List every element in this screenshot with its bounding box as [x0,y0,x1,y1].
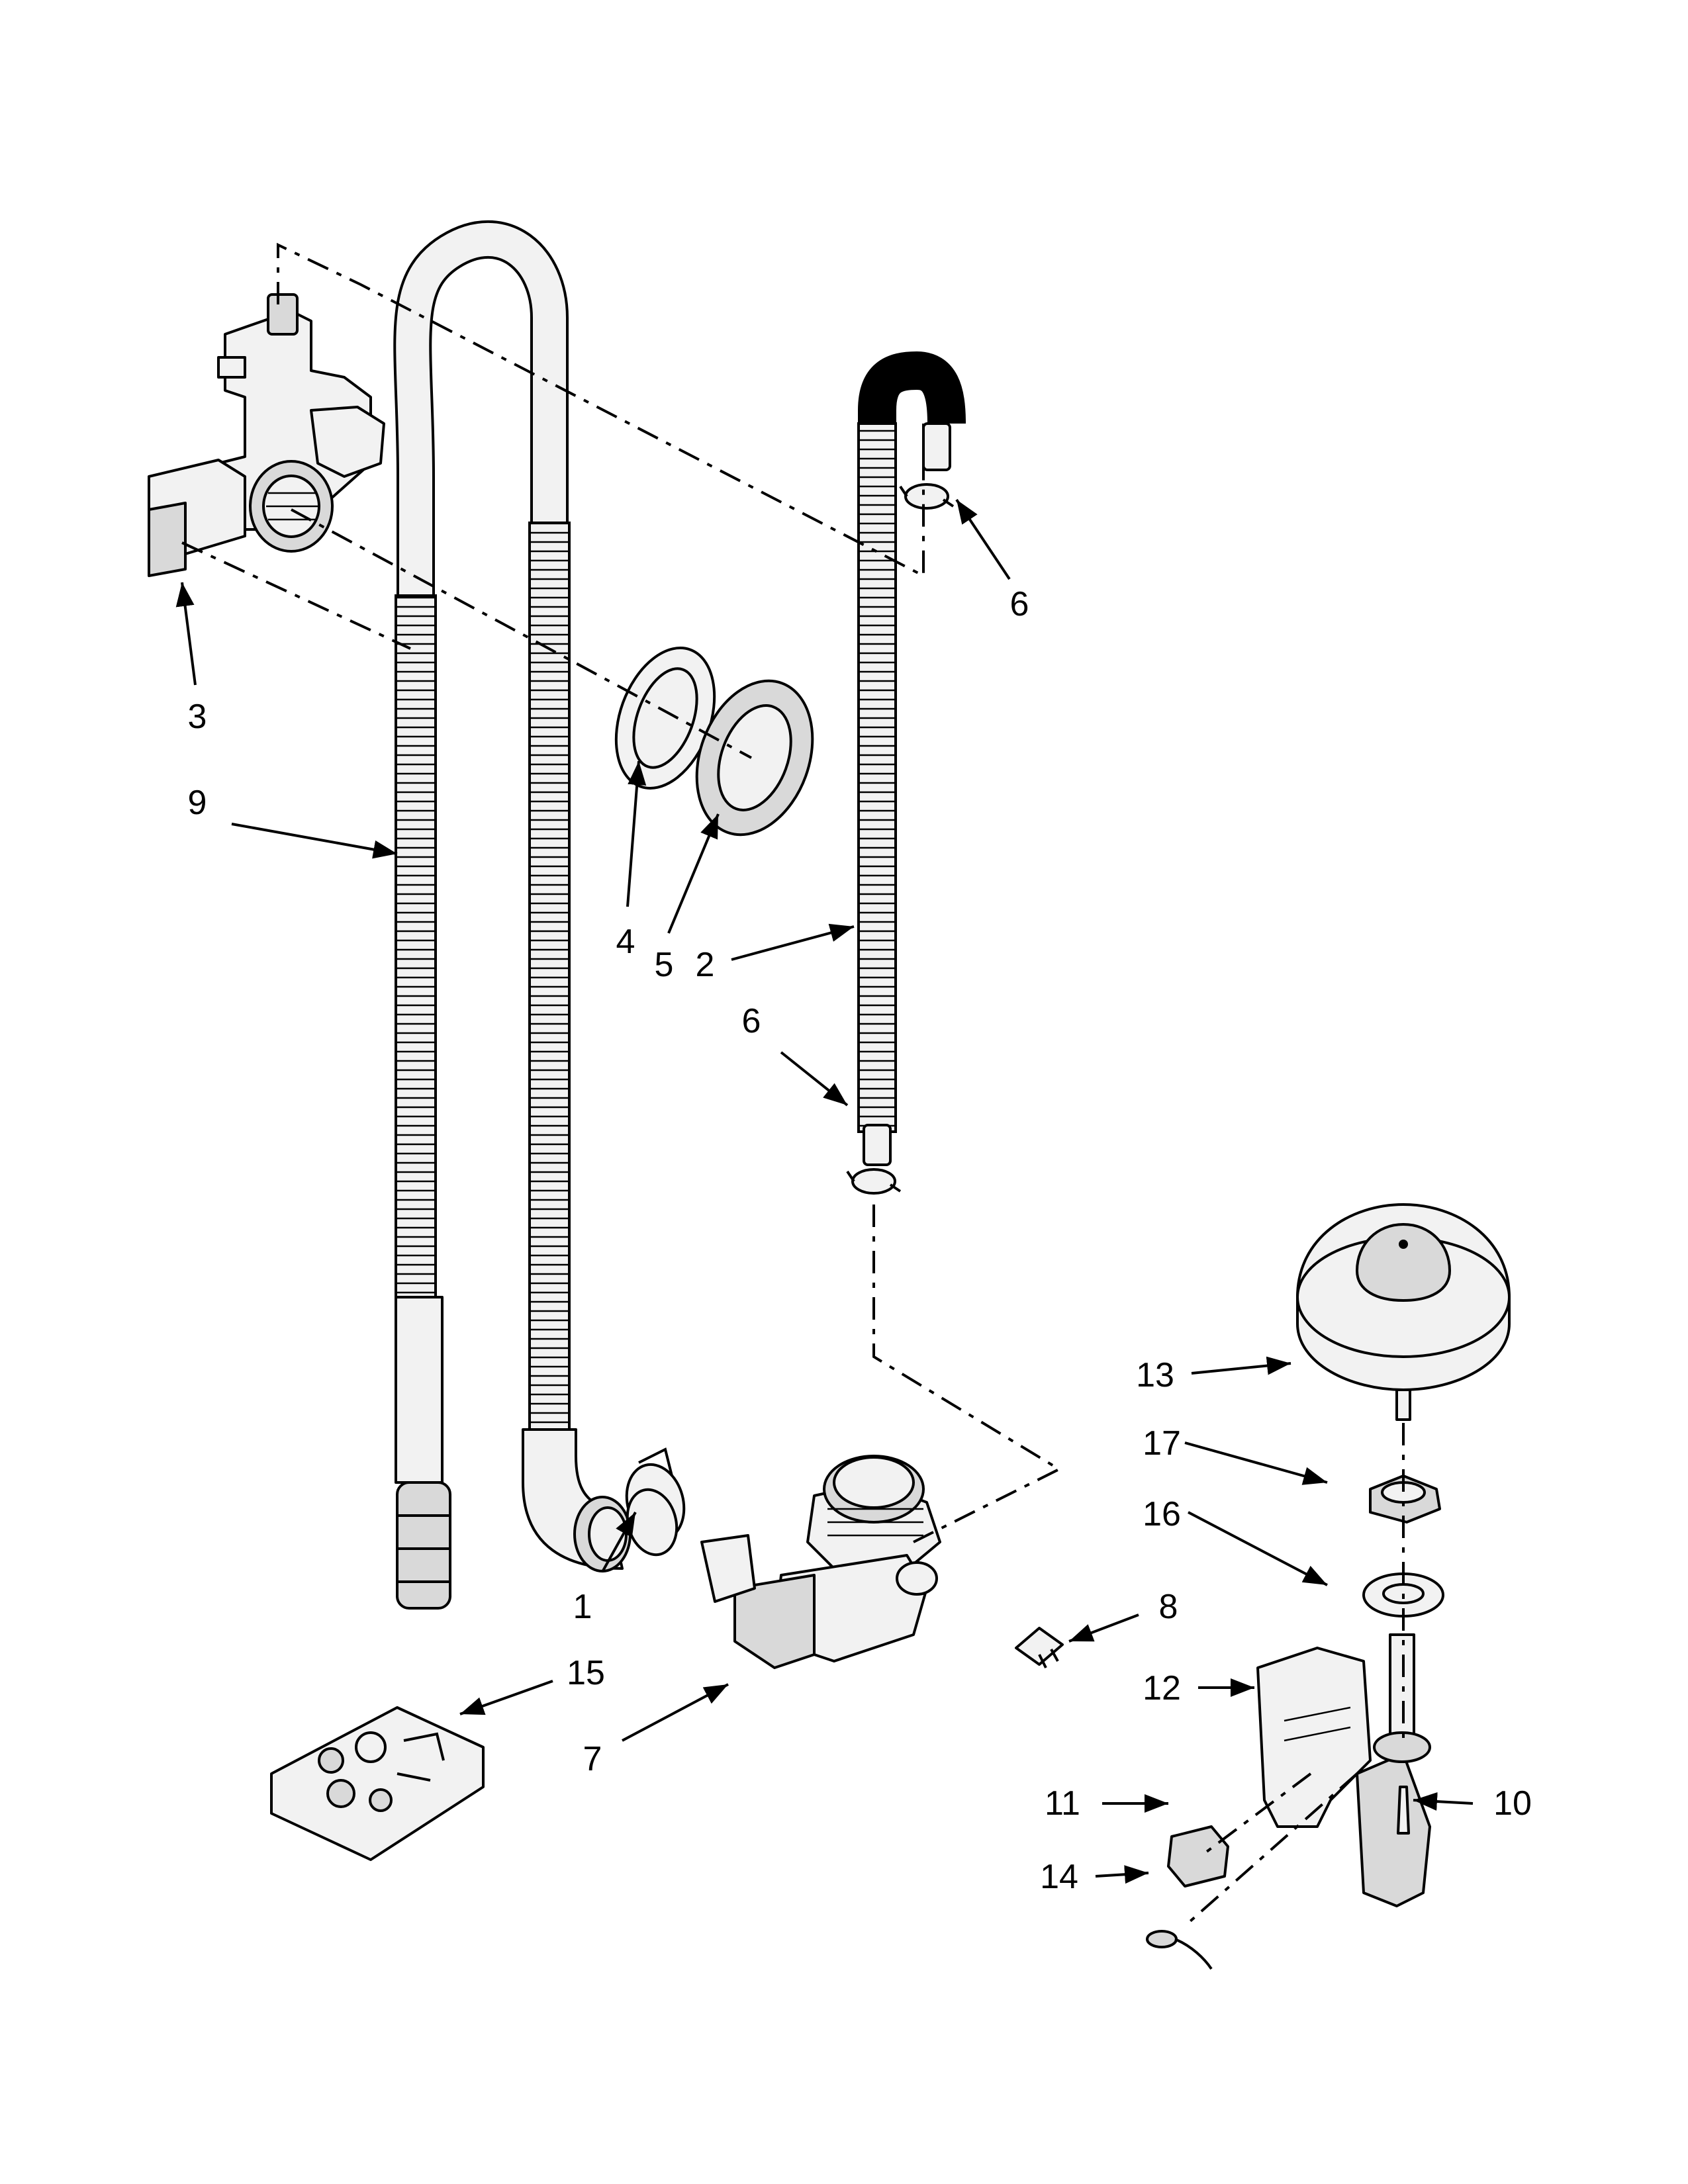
callout-6-bottom: 6 [742,1002,761,1040]
callout-4: 4 [616,923,635,961]
callout-14: 14 [1040,1858,1078,1896]
callout-7: 7 [583,1740,602,1778]
callout-10: 10 [1493,1784,1532,1823]
bracket-screw [1397,1786,1410,1835]
water-inlet-valve [700,1455,941,1669]
callout-3: 3 [188,698,207,736]
screw [1015,1627,1064,1668]
float [1296,1203,1511,1421]
callout-arrows [175,498,1474,1884]
callout-12: 12 [1143,1669,1181,1707]
hose-clamp-bottom [846,1168,902,1195]
callout-5: 5 [655,946,674,984]
float-switch-bracket [1256,1633,1431,1907]
callout-15: 15 [567,1654,605,1692]
float-nut [1369,1475,1441,1524]
callout-9: 9 [188,784,207,822]
callout-2: 2 [696,946,715,984]
assembly-lines [181,242,1405,1927]
air-gap-assembly [148,293,385,577]
callout-13: 13 [1136,1356,1174,1394]
inlet-hose [857,351,966,1166]
micro-switch [1167,1825,1229,1888]
callout-6-top: 6 [1010,585,1029,623]
gasket-and-nut [614,647,814,837]
drain-hose [393,220,632,1610]
callout-11: 11 [1045,1784,1080,1823]
callout-17: 17 [1143,1424,1181,1463]
spring-clamp [625,1447,686,1557]
callout-1: 1 [573,1588,592,1626]
callout-labels: 1 2 3 4 5 6 6 7 8 9 10 11 12 13 14 15 16… [188,585,1532,1896]
callout-8: 8 [1159,1588,1178,1626]
hardware-bag [270,1706,485,1861]
wire-harness [1146,1930,1213,1970]
callout-16: 16 [1143,1495,1181,1533]
hose-clamp-top [899,483,955,510]
